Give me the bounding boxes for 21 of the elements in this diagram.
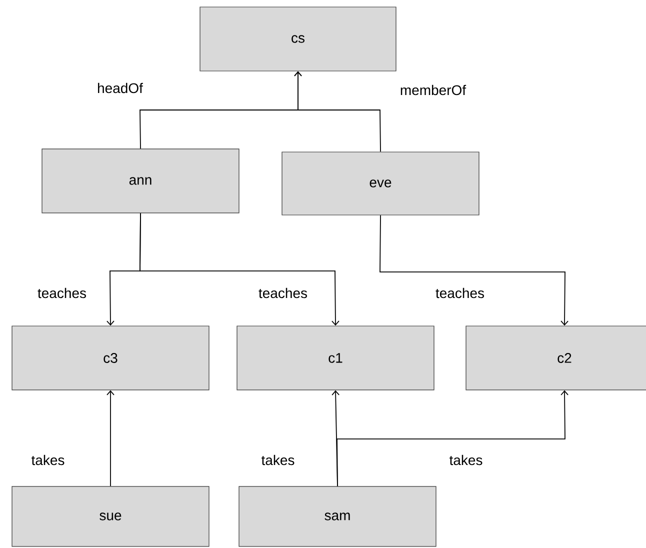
arrow	[106, 390, 114, 487]
arrow	[380, 214, 568, 326]
edge-label: memberOf	[398, 84, 468, 96]
arrow	[140, 212, 340, 326]
entity-box: ann	[42, 148, 240, 214]
edge-label: takes	[448, 454, 484, 466]
edge-label: takes	[260, 454, 296, 466]
edge-label: takes	[30, 454, 66, 466]
edge-label: teaches	[36, 286, 88, 300]
arrow	[294, 71, 381, 152]
entity-box: sam	[238, 486, 436, 547]
entity-box: sue	[12, 486, 210, 547]
edge-label: headOf	[96, 82, 144, 94]
edge-label: teaches	[257, 286, 309, 300]
entity-box: eve	[282, 152, 480, 216]
entity-box: cs	[200, 6, 396, 72]
edge-label: teaches	[434, 286, 486, 300]
entity-box: c3	[12, 326, 210, 390]
entity-box: c2	[466, 326, 646, 390]
arrow	[336, 390, 568, 487]
entity-box: c1	[236, 326, 434, 390]
